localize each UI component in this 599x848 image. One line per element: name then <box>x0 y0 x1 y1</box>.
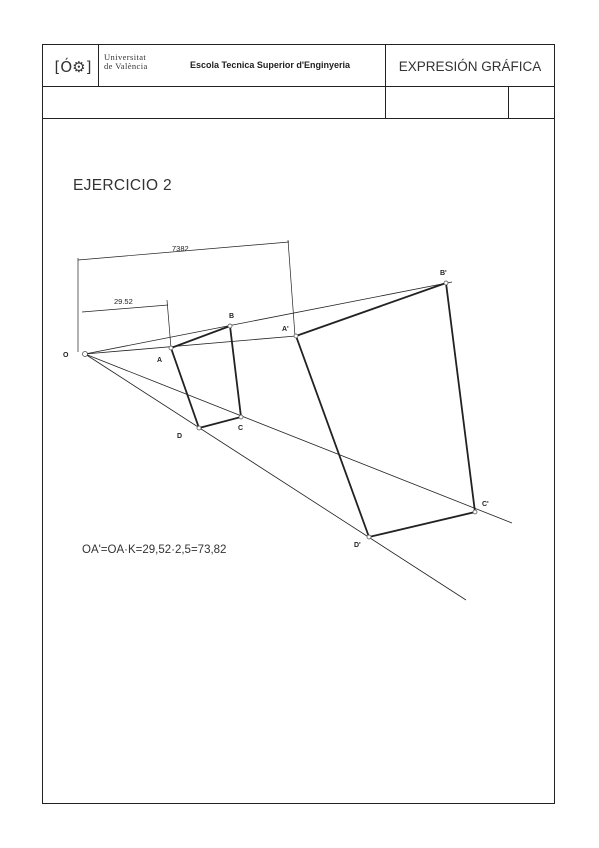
exercise-formula: OA'=OA·K=29,52·2,5=73,82 <box>82 544 227 556</box>
dim-line-outer <box>77 241 290 261</box>
label-c: C <box>238 425 243 432</box>
ray-oc <box>84 353 513 524</box>
point-o <box>82 351 88 357</box>
dim-line-inner <box>81 304 169 313</box>
quad-a2b2c2d2 <box>294 281 476 539</box>
point-a <box>168 345 174 351</box>
dim-label-outer: 7382 <box>172 244 189 253</box>
exercise-title: EJERCICIO 2 <box>73 177 172 194</box>
point-c2 <box>472 509 478 515</box>
subject-divider <box>385 44 386 118</box>
point-d <box>196 425 202 431</box>
title-block-bottom <box>42 118 555 119</box>
ray-od <box>84 353 467 601</box>
dim-ext-a <box>166 299 172 349</box>
point-c <box>238 414 244 420</box>
point-d2 <box>366 534 372 540</box>
label-c2: C' <box>482 501 489 508</box>
label-b2: B' <box>440 270 447 277</box>
point-a2 <box>293 333 299 339</box>
label-d2: D' <box>354 542 361 549</box>
drawing-sheet <box>42 44 555 804</box>
title-block-divider <box>42 86 555 87</box>
school-name: Escola Tecnica Superior d'Enginyeria <box>190 60 351 70</box>
label-a2: A' <box>282 326 289 333</box>
point-b <box>227 323 233 329</box>
label-a: A <box>157 357 162 364</box>
ray-ob <box>84 281 453 355</box>
university-line2: de València <box>104 61 148 71</box>
university-line1: Universitat <box>104 52 147 62</box>
point-b2 <box>443 280 449 286</box>
dim-ext-a2 <box>287 239 296 337</box>
subject-title: EXPRESIÓN GRÁFICA <box>398 59 542 74</box>
label-o: O <box>63 352 69 359</box>
dim-label-inner: 29.52 <box>114 297 133 306</box>
logo-divider <box>98 44 99 86</box>
cell-divider <box>508 86 509 118</box>
ray-oa <box>84 335 297 355</box>
university-logo-icon: [Ó⚙] <box>54 58 92 76</box>
university-name: Universitat de València <box>104 53 148 71</box>
label-d: D <box>177 433 182 440</box>
label-b: B <box>229 313 234 320</box>
